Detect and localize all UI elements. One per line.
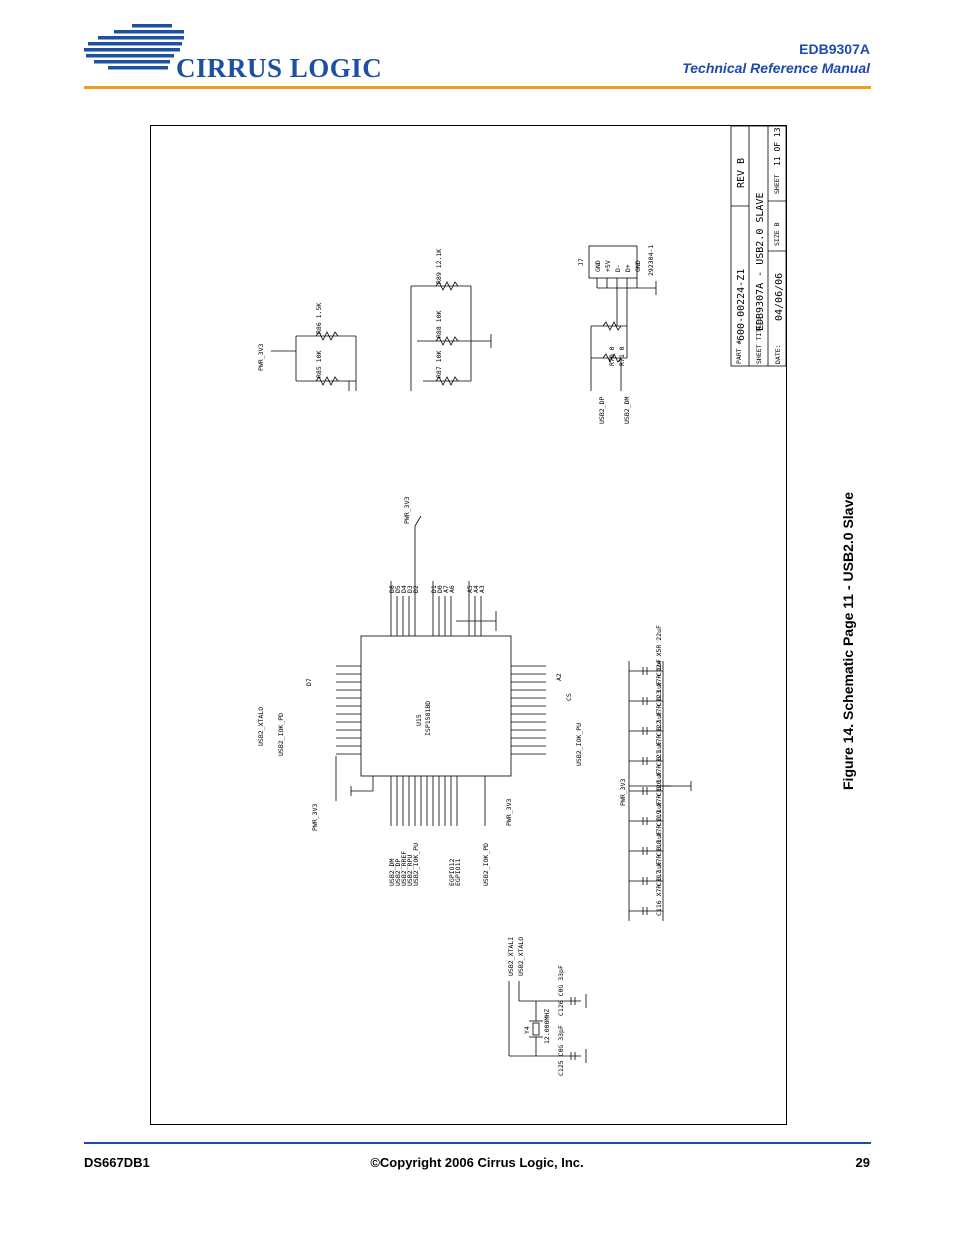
net-left-usb2-iok-pd: USB2_IOK_PD bbox=[277, 713, 285, 756]
title-block-sheet-label: SHEET bbox=[773, 174, 781, 194]
net-xtalo: USB2_XTALO bbox=[517, 937, 525, 976]
net-d1: D1 bbox=[430, 585, 438, 593]
net-bottom-rref: USB2_RREF bbox=[400, 851, 408, 886]
net-d0: D0 bbox=[436, 585, 444, 593]
title-block-date-label: DATE: bbox=[774, 344, 782, 364]
net-a5: A5 bbox=[466, 585, 474, 593]
net-bottom-usb2-dm: USB2_DM bbox=[388, 859, 396, 886]
net-right-iok-pu: USB2_IOK_PU bbox=[575, 723, 583, 766]
usb-connector-j7 bbox=[588, 245, 657, 391]
title-block-sheet-title: EDB9307A - USB2.0 SLAVE bbox=[755, 193, 766, 331]
footer-page-number: 29 bbox=[855, 1155, 870, 1170]
net-left-d7: D7 bbox=[305, 678, 313, 686]
document-title: EDB9307A bbox=[799, 41, 870, 57]
connector-j7: J7 bbox=[577, 258, 585, 266]
figure-caption-container: Figure 14. Schematic Page 11 - USB2.0 Sl… bbox=[836, 460, 866, 860]
crystal-circuit bbox=[508, 981, 587, 1063]
net-a3: A3 bbox=[478, 585, 486, 593]
net-pwr-3v3-caps: PWR_3V3 bbox=[619, 779, 627, 806]
resistor-r85: R85 10K bbox=[315, 351, 323, 378]
crystal-frequency: 12.000MHZ bbox=[543, 1009, 551, 1044]
resistors-top-left bbox=[271, 281, 492, 391]
net-pwr-3v3-top: PWR_3V3 bbox=[403, 497, 411, 524]
schematic-drawing: PART # 600-00224-Z1 REV B SHEET TITLE: E… bbox=[257, 125, 787, 1076]
net-a4: A4 bbox=[472, 585, 480, 593]
cirrus-logic-logo bbox=[84, 24, 184, 70]
capacitor-c125: C125 C0G 33pF bbox=[557, 1025, 565, 1076]
resistor-r71: R71 0 bbox=[618, 346, 626, 366]
net-bottom-iok-pd: USB2_IOK_PD bbox=[482, 843, 490, 886]
net-pwr-3v3-bottom: PWR_3V3 bbox=[505, 799, 513, 826]
resistor-r89: R89 12.1K bbox=[435, 249, 443, 284]
connector-pin-5: GND bbox=[634, 260, 642, 272]
schematic-frame: PART # 600-00224-Z1 REV B SHEET TITLE: E… bbox=[150, 125, 787, 1125]
net-right-a2: A2 bbox=[555, 673, 563, 681]
connector-pin-3: D- bbox=[614, 264, 622, 272]
ic-pins-bottom bbox=[335, 756, 486, 826]
net-pwr-3v3-resistors: PWR_3V3 bbox=[257, 344, 265, 371]
connector-pin-4: D+ bbox=[624, 264, 632, 272]
title-block-sheet-number: 11 OF 13 bbox=[773, 127, 782, 166]
header-rule bbox=[84, 86, 871, 89]
connector-pin-1: GND bbox=[594, 260, 602, 272]
net-d2: D2 bbox=[412, 585, 420, 593]
capacitor-c119: C119 X7R 0.1uF bbox=[655, 771, 663, 826]
crystal-reference: Y4 bbox=[523, 1026, 531, 1034]
net-left-usb2-xtalo: USB2_XTALO bbox=[257, 707, 265, 746]
net-usb2-dm: USB2_DM bbox=[623, 397, 631, 424]
title-block-revision: REV B bbox=[736, 158, 747, 188]
bypass-capacitors bbox=[628, 661, 692, 921]
capacitor-c124: C124 X5R 22uF bbox=[655, 625, 663, 676]
connector-pin-2: +5V bbox=[604, 260, 612, 272]
capacitor-c120: C120 X7R 0.1uF bbox=[655, 741, 663, 796]
net-d8: D8 bbox=[388, 585, 396, 593]
title-block-part-label: PART # bbox=[735, 340, 743, 364]
resistor-r70: R70 0 bbox=[608, 346, 616, 366]
capacitor-c118: C118 X7R 0.1uF bbox=[655, 801, 663, 856]
capacitor-c126: C126 C0G 33pF bbox=[557, 965, 565, 1016]
net-bottom-rpu: USB2_RPU bbox=[406, 855, 414, 886]
connector-j7-part: 292304-1 bbox=[647, 245, 655, 276]
capacitor-c121: C121 X7R 0.1uF bbox=[655, 711, 663, 766]
net-bottom-egpio11: EGPIO11 bbox=[454, 859, 462, 886]
ic-pins-left bbox=[336, 665, 361, 755]
resistor-r86: R86 1.5K bbox=[315, 303, 323, 334]
net-usb2-dp: USB2_DP bbox=[598, 397, 606, 424]
net-a6: A6 bbox=[448, 585, 456, 593]
ic-u15 bbox=[360, 635, 512, 777]
capacitor-c122: C122 X7R 0.1uF bbox=[655, 681, 663, 736]
title-block-date: 04/06/06 bbox=[774, 273, 785, 321]
net-a7: A7 bbox=[442, 585, 450, 593]
net-bottom-egpio12: EGPIO12 bbox=[448, 859, 456, 886]
ic-reference: U15 bbox=[415, 714, 423, 726]
ic-part-number: ISP1581BD bbox=[424, 701, 432, 736]
net-d4: D4 bbox=[400, 585, 408, 593]
title-block-size: SIZE B bbox=[773, 222, 781, 246]
capacitor-c116: C116 X7R 0.1uF bbox=[655, 861, 663, 916]
net-d3: D3 bbox=[406, 585, 414, 593]
footer-document-id: DS667DB1 bbox=[84, 1155, 150, 1170]
resistor-r88: R88 10K bbox=[435, 311, 443, 338]
title-block-part-number: 600-00224-Z1 bbox=[736, 269, 747, 341]
capacitor-c117: C117 X7R 0.1uF bbox=[655, 831, 663, 886]
ic-pins-top bbox=[390, 515, 497, 636]
footer-rule bbox=[84, 1142, 871, 1144]
net-d5: D5 bbox=[394, 585, 402, 593]
capacitor-c123: C123 X7R 1uF bbox=[655, 659, 663, 706]
ic-pins-right bbox=[511, 665, 546, 755]
resistor-r87: R87 10K bbox=[435, 351, 443, 378]
title-block-sheet-title-label: SHEET TITLE: bbox=[755, 317, 763, 364]
figure-caption: Figure 14. Schematic Page 11 - USB2.0 Sl… bbox=[840, 491, 856, 790]
document-subtitle: Technical Reference Manual bbox=[682, 60, 870, 76]
net-right-cs: CS bbox=[565, 693, 573, 701]
net-bottom-iok-pu: USB2_IOK_PU bbox=[412, 843, 420, 886]
net-pwr-3v3-left: PWR_3V3 bbox=[311, 804, 319, 831]
brand-name: CIRRUS LOGIC bbox=[176, 53, 383, 83]
net-xtali: USB2_XTALI bbox=[507, 937, 515, 976]
footer-copyright: ©Copyright 2006 Cirrus Logic, Inc. bbox=[370, 1155, 584, 1170]
net-bottom-usb2-dp: USB2_DP bbox=[394, 859, 402, 886]
